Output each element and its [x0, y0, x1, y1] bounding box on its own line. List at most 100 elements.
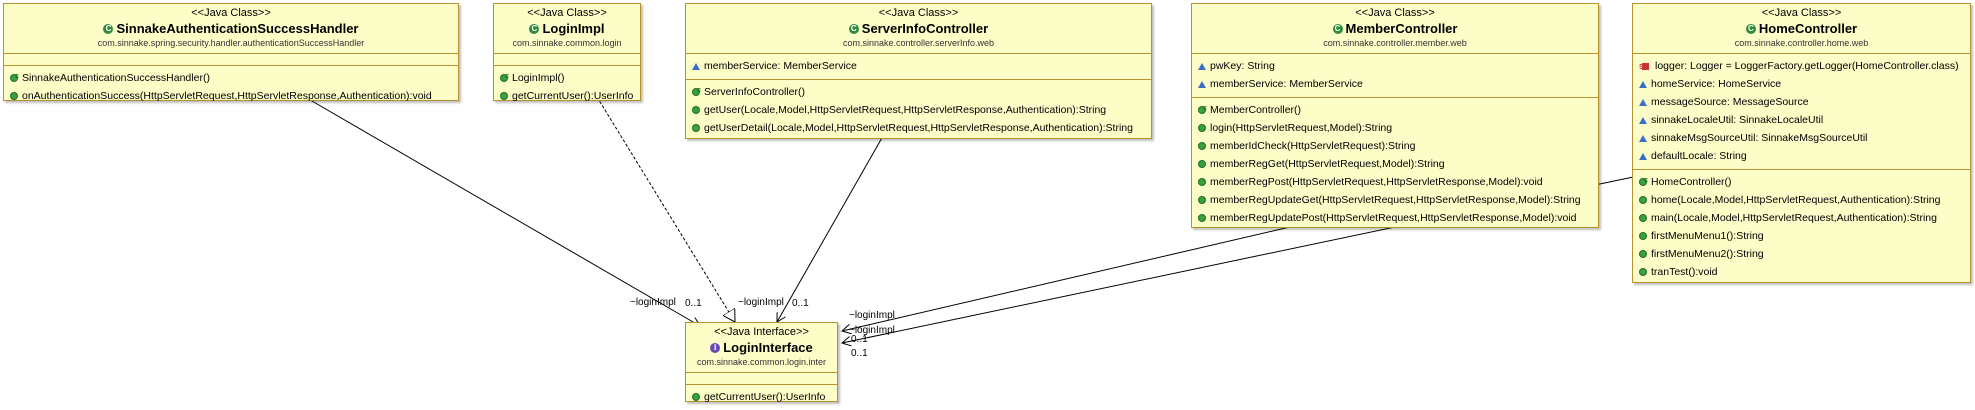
- public-method-icon: [1198, 196, 1206, 204]
- attributes-section: [494, 54, 640, 66]
- realization-login-impl: [596, 96, 735, 322]
- attribute-row: SFlogger: Logger = LoggerFactory.getLogg…: [1633, 57, 1970, 75]
- package-visibility-icon: [1639, 98, 1647, 106]
- attribute-row: memberService: MemberService: [686, 57, 1151, 75]
- public-method-icon: [1198, 178, 1206, 186]
- attribute-row: sinnakeMsgSourceUtil: SinnakeMsgSourceUt…: [1633, 129, 1970, 147]
- multiplicity-label: 0..1: [851, 348, 868, 359]
- method-row: tranTest():void: [1633, 263, 1970, 281]
- public-method-icon: [10, 92, 18, 100]
- method-row: onAuthenticationSuccess(HttpServletReque…: [4, 87, 458, 105]
- package-visibility-icon: [692, 62, 700, 70]
- method-row: HomeController(): [1633, 172, 1970, 191]
- public-method-icon: [1639, 196, 1647, 204]
- method-row: memberRegUpdatePost(HttpServletRequest,H…: [1192, 209, 1598, 227]
- method-row: memberRegGet(HttpServletRequest,Model):S…: [1192, 155, 1598, 173]
- stereotype: <<Java Class>>: [878, 7, 959, 19]
- attributes-section: pwKey: String memberService: MemberServi…: [1192, 54, 1598, 98]
- public-method-icon: [692, 106, 700, 114]
- role-label: ~loginImpl: [738, 297, 784, 308]
- package-name: com.sinnake.spring.security.handler.auth…: [97, 38, 365, 48]
- methods-section: HomeController() home(Locale,Model,HttpS…: [1633, 170, 1970, 285]
- methods-section: SinnakeAuthenticationSuccessHandler() on…: [4, 66, 458, 109]
- stereotype: <<Java Interface>>: [714, 326, 809, 338]
- class-icon: C: [1332, 23, 1343, 34]
- method-row: login(HttpServletRequest,Model):String: [1192, 119, 1598, 137]
- package-visibility-icon: [1639, 116, 1647, 124]
- method-row: ServerInfoController(): [686, 82, 1151, 101]
- interface-icon: I: [710, 342, 721, 353]
- package-name: com.sinnake.controller.serverInfo.web: [842, 38, 995, 48]
- attribute-row: sinnakeLocaleUtil: SinnakeLocaleUtil: [1633, 111, 1970, 129]
- role-label: ~loginImpl: [849, 310, 895, 321]
- class-icon: C: [848, 23, 859, 34]
- attributes-section: [4, 54, 458, 66]
- stereotype: <<Java Class>>: [1761, 7, 1842, 19]
- role-label: ~loginImpl: [849, 325, 895, 336]
- public-method-icon: [1639, 268, 1647, 276]
- public-method-icon: [1198, 214, 1206, 222]
- methods-section: LoginImpl() getCurrentUser():UserInfo: [494, 66, 640, 109]
- multiplicity-label: 0..1: [685, 298, 702, 309]
- public-method-icon: [1198, 160, 1206, 168]
- public-method-icon: [692, 393, 700, 401]
- constructor-icon: [10, 68, 19, 86]
- method-row: getCurrentUser():UserInfo: [494, 87, 640, 105]
- association-sinnake-handler: [304, 96, 700, 326]
- constructor-icon: [692, 82, 701, 100]
- package-name: com.sinnake.controller.member.web: [1323, 38, 1467, 48]
- method-row: firstMenuMenu2():String: [1633, 245, 1970, 263]
- package-name: com.sinnake.common.login.inter: [696, 357, 827, 367]
- association-server-info-controller: [777, 135, 884, 322]
- package-visibility-icon: [1639, 134, 1647, 142]
- method-row: getCurrentUser():UserInfo: [686, 388, 837, 406]
- public-method-icon: [1639, 232, 1647, 240]
- package-visibility-icon: [1639, 152, 1647, 160]
- multiplicity-label: 0..1: [792, 298, 809, 309]
- method-row: main(Locale,Model,HttpServletRequest,Aut…: [1633, 209, 1970, 227]
- attribute-row: pwKey: String: [1192, 57, 1598, 75]
- attributes-section: memberService: MemberService: [686, 54, 1151, 80]
- public-method-icon: [1198, 142, 1206, 150]
- method-row: memberRegUpdateGet(HttpServletRequest,Ht…: [1192, 191, 1598, 209]
- methods-section: getCurrentUser():UserInfo: [686, 385, 837, 410]
- multiplicity-label: 0..1: [851, 334, 868, 345]
- public-method-icon: [1639, 250, 1647, 258]
- constructor-icon: [1639, 172, 1648, 190]
- public-method-icon: [692, 124, 700, 132]
- public-method-icon: [1639, 214, 1647, 222]
- constructor-icon: [500, 68, 509, 86]
- method-row: SinnakeAuthenticationSuccessHandler(): [4, 68, 458, 87]
- constructor-icon: [1198, 100, 1207, 118]
- public-method-icon: [1198, 124, 1206, 132]
- methods-section: ServerInfoController() getUser(Locale,Mo…: [686, 80, 1151, 141]
- attribute-row: messageSource: MessageSource: [1633, 93, 1970, 111]
- package-name: com.sinnake.controller.home.web: [1734, 38, 1869, 48]
- method-row: MemberController(): [1192, 100, 1598, 119]
- method-row: getUser(Locale,Model,HttpServletRequest,…: [686, 101, 1151, 119]
- attribute-row: defaultLocale: String: [1633, 147, 1970, 165]
- package-visibility-icon: [1198, 80, 1206, 88]
- attribute-row: homeService: HomeService: [1633, 75, 1970, 93]
- stereotype: <<Java Class>>: [191, 7, 271, 19]
- stereotype: <<Java Class>>: [527, 7, 607, 19]
- static-final-field-icon: SF: [1639, 61, 1651, 71]
